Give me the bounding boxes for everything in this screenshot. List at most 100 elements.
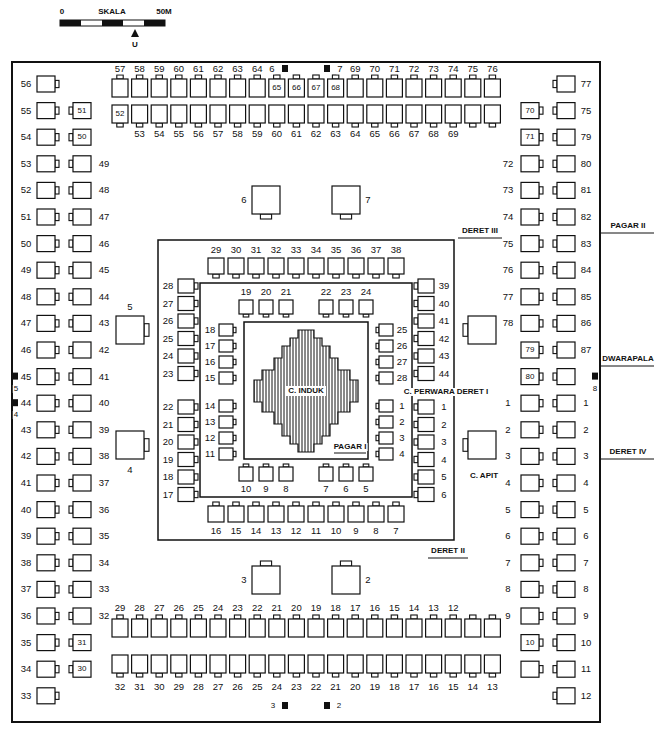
shrine-body (368, 258, 384, 274)
callout-number: 30 (153, 682, 166, 692)
shrine-symbol (69, 608, 91, 624)
shrine-symbol (553, 422, 575, 438)
shrine-body (252, 186, 280, 214)
callout-number: 81 (580, 186, 593, 196)
callout-number: 38 (390, 245, 403, 255)
shrine-symbol (359, 464, 373, 481)
callout-number: 10 (580, 638, 593, 648)
shrine-body (521, 236, 539, 252)
callout-number: 27 (396, 357, 409, 367)
callout-number: 1 (440, 402, 447, 412)
shrine-symbol (151, 75, 167, 97)
shrine-body (37, 209, 55, 225)
callout-number: 68 (427, 129, 440, 139)
shrine-symbol (239, 300, 253, 317)
callout-number: 3 (440, 437, 447, 447)
shrine-symbol (69, 581, 91, 597)
callout-number: 1 (582, 398, 589, 408)
shrine-porch (194, 439, 198, 445)
shrine-symbol (178, 332, 198, 346)
shrine-body (37, 129, 55, 145)
callout-number: 12 (204, 433, 217, 443)
shrine-body (73, 182, 91, 198)
shrine-symbol (69, 129, 91, 145)
callout-number: 73 (427, 64, 440, 74)
shrine-symbol (308, 75, 324, 97)
shrine-body (406, 619, 422, 637)
callout-number: 34 (20, 664, 33, 674)
shrine-body (269, 79, 285, 97)
callout-number: 27 (153, 603, 166, 613)
shrine-body (557, 581, 575, 597)
shrine-body (37, 262, 55, 278)
callout-number: 13 (204, 417, 217, 427)
shrine-symbol (553, 502, 575, 518)
callout-number: 29 (114, 603, 127, 613)
shrine-body (426, 655, 442, 673)
callout-number: 33 (20, 691, 33, 701)
shrine-symbol (69, 635, 91, 651)
callout-number: 78 (502, 319, 515, 329)
shrine-symbol (69, 236, 91, 252)
shrine-symbol (386, 615, 402, 637)
callout-number: 20 (290, 603, 303, 613)
shrine-body (308, 655, 324, 673)
shrine-symbol (37, 76, 59, 92)
plan-label: DERET II (430, 547, 466, 555)
shrine-body (178, 470, 194, 484)
shrine-body (178, 453, 194, 467)
shrine-symbol (319, 464, 333, 481)
shrine-body (37, 395, 55, 411)
shrine-body (219, 356, 233, 368)
callout-number: 13 (270, 526, 283, 536)
shrine-body (73, 315, 91, 331)
shrine-body (73, 262, 91, 278)
callout-number: 37 (98, 478, 111, 488)
shrine-symbol (414, 332, 434, 346)
shrine-symbol (37, 315, 59, 331)
shrine-body (132, 105, 148, 123)
shrine-body (347, 105, 363, 123)
callout-number: 2 (582, 425, 589, 435)
callout-number: 10 (240, 484, 253, 494)
shrine-symbol (553, 395, 575, 411)
shrine-symbol (259, 464, 273, 481)
shrine-symbol (386, 75, 402, 97)
callout-number: 53 (20, 159, 33, 169)
callout-number: 21 (280, 287, 293, 297)
shrine-body (557, 315, 575, 331)
shrine-body (367, 79, 383, 97)
shrine-body (557, 156, 575, 172)
shrine-symbol (414, 453, 434, 467)
shrine-symbol (553, 369, 575, 385)
callout-number: 34 (98, 558, 111, 568)
shrine-body (484, 619, 500, 637)
shrine-body (521, 262, 539, 278)
shrine-symbol (414, 435, 434, 449)
callout-number: 48 (98, 186, 111, 196)
shrine-body (239, 300, 253, 314)
callout-number: 19 (162, 455, 175, 465)
shrine-body (484, 105, 500, 123)
callout-number: 19 (369, 682, 382, 692)
shrine-symbol (37, 182, 59, 198)
shrine-body (37, 581, 55, 597)
shrine-body (359, 300, 373, 314)
shrine-body (521, 315, 539, 331)
shrine-body (37, 635, 55, 651)
shrine-body (521, 635, 539, 651)
callout-number: 43 (20, 425, 33, 435)
callout-number: 4 (398, 449, 405, 459)
shrine-symbol (249, 105, 265, 127)
callout-number: 15 (388, 603, 401, 613)
shrine-body (557, 182, 575, 198)
shrine-symbol (553, 315, 575, 331)
callout-number: 62 (310, 129, 323, 139)
shrine-symbol (368, 502, 384, 522)
callout-number: 28 (396, 373, 409, 383)
shrine-symbol (553, 156, 575, 172)
shrine-symbol (151, 105, 167, 127)
shrine-body (228, 258, 244, 274)
callout-number: 72 (502, 159, 515, 169)
callout-number: 74 (502, 212, 515, 222)
